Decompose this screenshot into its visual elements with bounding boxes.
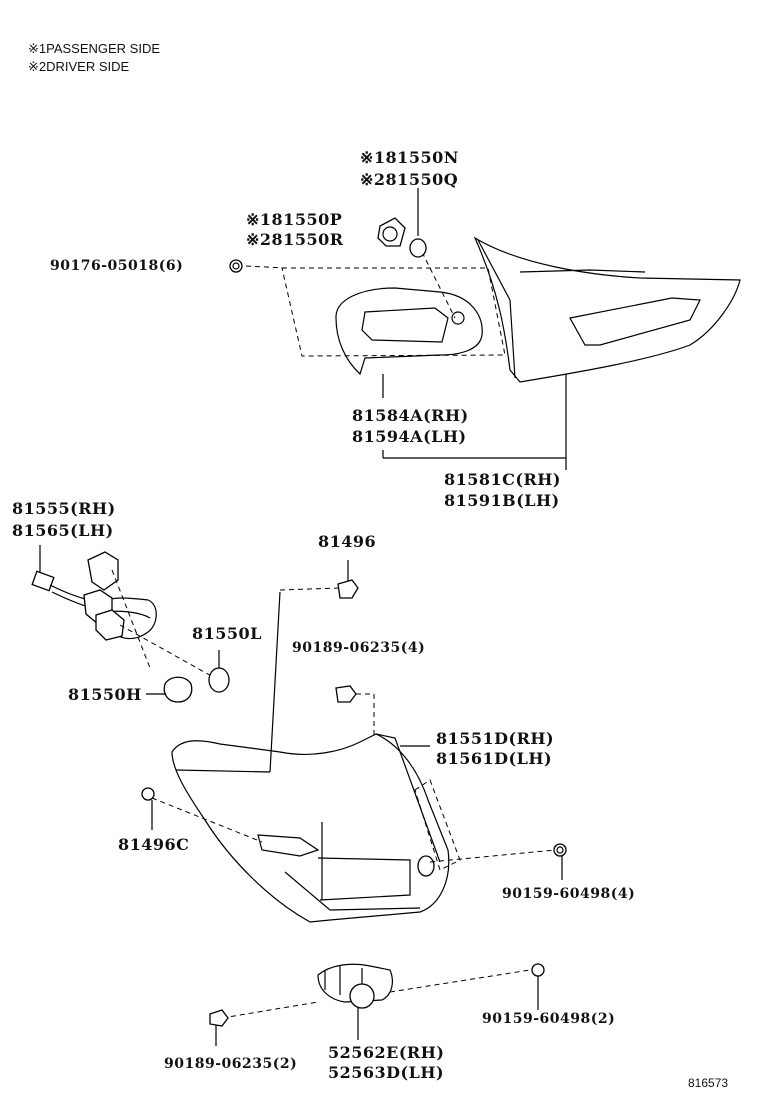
lower-lamp-assembly <box>171 591 461 923</box>
label-81550h: 81550H <box>68 685 142 704</box>
label-90189-06235-2: 90189-06235(2) <box>164 1056 298 1072</box>
label-90159-60498-4: 90159-60498(4) <box>502 886 636 902</box>
label-81550r: ※281550R <box>246 230 344 249</box>
note-text: PASSENGER SIDE <box>46 41 161 56</box>
note-passenger-side: ※1PASSENGER SIDE <box>28 41 160 57</box>
label-81496c: 81496C <box>118 835 190 854</box>
label-81594a: 81594A(LH) <box>352 427 467 446</box>
label-81591b: 81591B(LH) <box>444 491 560 510</box>
label-81551d: 81551D(RH) <box>436 729 555 748</box>
label-81561d: 81561D(LH) <box>436 749 553 768</box>
label-81555: 81555(RH) <box>12 499 116 518</box>
leader-lines-lower <box>151 560 563 880</box>
label-81581c: 81581C(RH) <box>444 470 561 489</box>
label-mark: ※1 <box>246 210 272 229</box>
label-90189-06235-4: 90189-06235(4) <box>292 640 426 656</box>
label-90159-60498-2: 90159-60498(2) <box>482 1011 616 1027</box>
label-mark: ※2 <box>360 170 386 189</box>
socket-wire-assembly <box>31 545 216 679</box>
label-52563d: 52563D(LH) <box>328 1063 445 1082</box>
label-mark: ※1 <box>360 148 386 167</box>
label-81496: 81496 <box>318 532 377 551</box>
leader-lines-upper <box>245 188 567 470</box>
inner-lamp-assembly <box>281 267 506 376</box>
label-part-number: 81550R <box>271 230 344 249</box>
bulbs <box>146 650 230 703</box>
label-81584a: 81584A(RH) <box>352 406 469 425</box>
fasteners-lower <box>141 579 567 857</box>
label-81565: 81565(LH) <box>12 521 114 540</box>
label-81550p: ※181550P <box>246 210 342 229</box>
note-text: DRIVER SIDE <box>46 59 130 74</box>
upper-socket <box>229 217 427 273</box>
label-81550q: ※281550Q <box>360 170 458 189</box>
diagram-reference-number: 816573 <box>688 1076 729 1090</box>
bracket-assembly <box>209 963 545 1046</box>
outer-lens <box>473 236 741 383</box>
note-mark: ※1 <box>28 41 47 56</box>
label-90176-05018: 90176-05018(6) <box>50 258 184 274</box>
label-81550n: ※181550N <box>360 148 459 167</box>
label-part-number: 81550N <box>385 148 459 167</box>
label-81550l: 81550L <box>192 624 262 643</box>
note-mark: ※2 <box>28 59 47 74</box>
label-part-number: 81550P <box>271 210 343 229</box>
note-driver-side: ※2DRIVER SIDE <box>28 59 129 75</box>
label-mark: ※2 <box>246 230 272 249</box>
label-52562e: 52562E(RH) <box>328 1043 445 1062</box>
label-part-number: 81550Q <box>385 170 459 189</box>
